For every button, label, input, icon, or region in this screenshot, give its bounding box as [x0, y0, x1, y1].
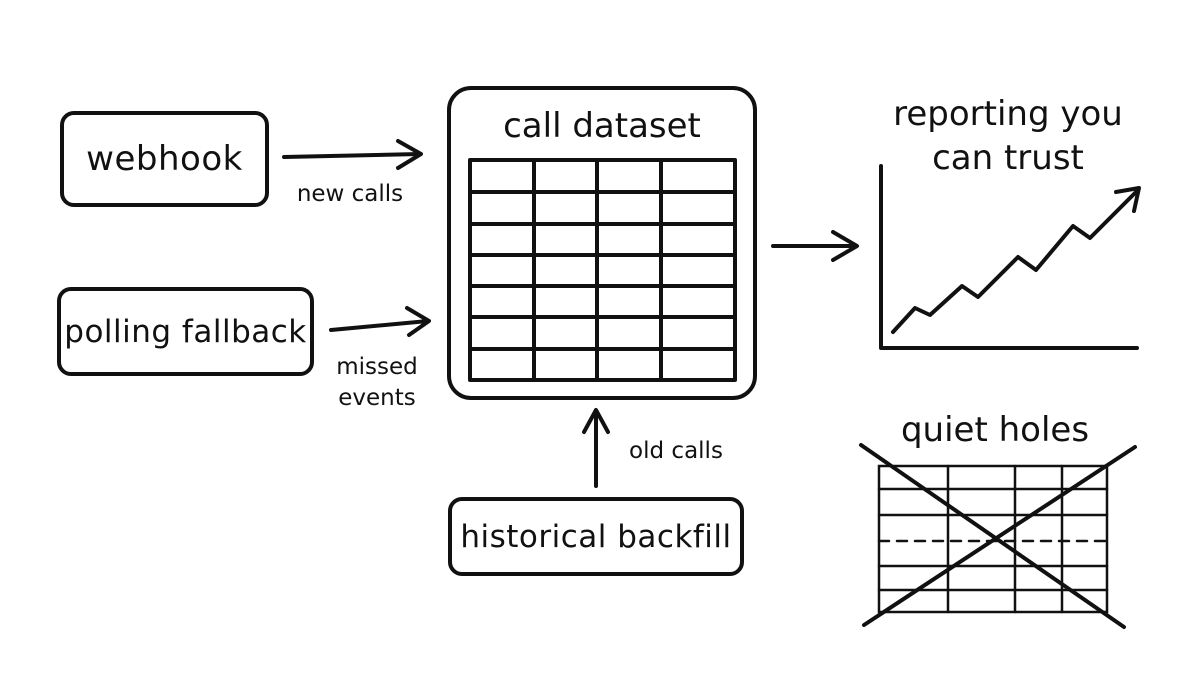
reporting-title-line1: reporting you	[893, 94, 1123, 134]
polling-fallback-node: polling fallback	[57, 287, 314, 376]
polling-edge-label: missed events	[325, 352, 429, 414]
webhook-label: webhook	[86, 139, 243, 179]
dataset-table-icon	[468, 158, 737, 382]
historical-backfill-label: historical backfill	[460, 518, 732, 555]
quiet-holes-title: quiet holes	[900, 410, 1090, 450]
arrow-right-icon	[282, 139, 423, 170]
webhook-node: webhook	[60, 111, 269, 207]
backfill-edge-label: old calls	[629, 438, 723, 464]
dataset-title: call dataset	[503, 106, 701, 146]
reporting-title-line2: can trust	[932, 138, 1084, 178]
arrow-right-icon	[771, 230, 859, 262]
rising-line-chart-icon	[879, 164, 1141, 350]
webhook-edge-label: new calls	[296, 181, 404, 207]
reporting-title: reporting you can trust	[868, 92, 1148, 180]
dataset-frame	[447, 86, 757, 400]
historical-backfill-node: historical backfill	[448, 497, 744, 576]
arrow-right-icon	[329, 306, 431, 337]
polling-fallback-label: polling fallback	[64, 313, 307, 350]
polling-edge-label-line2: events	[338, 385, 416, 411]
arrow-up-icon	[582, 408, 610, 488]
crossed-out-table-icon	[859, 443, 1137, 629]
polling-edge-label-line1: missed	[336, 354, 418, 380]
